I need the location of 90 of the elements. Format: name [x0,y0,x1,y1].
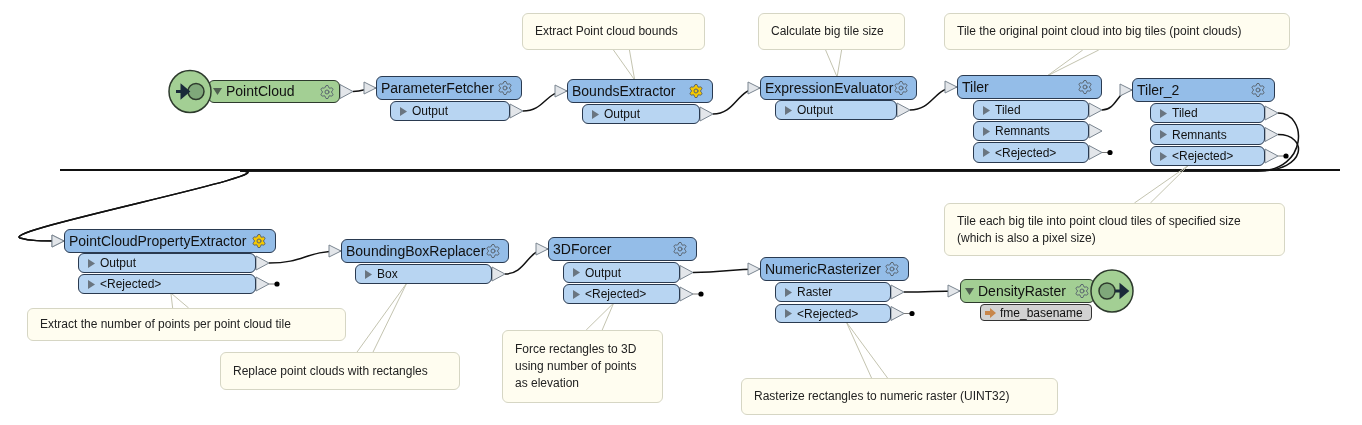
feature-type-name: PointCloud [226,82,295,101]
annotation-box [944,203,1285,256]
transformer-name: BoundingBoxReplacer [346,241,486,261]
transformer-box [1132,78,1275,102]
port-name: <Rejected> [100,276,162,293]
port-name: Remnants [1172,126,1227,144]
transformer-box [957,75,1102,99]
output-port [1150,103,1265,123]
transformer-box [548,237,697,261]
connection-line [504,243,549,275]
annotation-box [758,13,905,50]
leader-line [825,49,843,78]
attribute-box [980,304,1092,321]
annotation-text: Replace point clouds with rectangles [233,362,428,380]
annotation-text: Extract Point cloud bounds [535,23,678,40]
output-port [390,101,510,121]
reader-box [208,80,340,103]
annotation-text: Tile the original point cloud into big tiles (point clouds) [957,23,1242,40]
output-port [1150,146,1265,166]
output-port [78,274,256,294]
output-port [1150,124,1265,145]
transformer-box [760,76,917,100]
connection-line [1101,84,1133,111]
annotation-box [27,308,346,341]
port-name: Box [377,266,398,283]
annotation-text: Calculate big tile size [771,23,884,40]
connection-line [909,81,958,111]
output-port [973,100,1089,120]
port-name: Remnants [995,123,1050,140]
leader-line [1046,49,1100,77]
port-name: Output [585,264,622,282]
leader-line [170,292,190,309]
writer-box [960,279,1095,303]
output-port [973,142,1089,163]
connection-line [712,82,761,115]
port-name: Output [797,102,834,119]
port-name: Output [412,103,449,120]
port-name: <Rejected> [1172,148,1234,165]
connection-line [268,244,342,264]
transformer-box [64,229,276,253]
leader-line [612,49,636,81]
transformer-box [376,76,522,100]
connection-line [692,262,761,276]
port-name: Raster [797,284,833,301]
output-port [775,100,897,120]
transformer-name: ExpressionEvaluator [765,78,894,98]
transformer-name: PointCloudPropertyExtractor [69,231,247,251]
transformer-name: NumericRasterizer [765,259,881,279]
output-port [582,104,700,124]
transformer-name: 3DForcer [553,239,612,259]
connection-line [352,81,377,95]
connection-line [903,284,961,298]
transformer-name: ParameterFetcher [381,78,494,98]
annotation-box [502,330,663,403]
port-name: Tiled [1172,105,1198,122]
port-name: <Rejected> [797,305,859,323]
transformer-name: Tiler [962,77,989,97]
port-name: <Rejected> [585,286,647,303]
port-name: Output [604,106,641,123]
transformer-name: BoundsExtractor [572,81,676,101]
annotation-box [741,378,1058,415]
attribute-name: fme_basename [1000,304,1083,322]
output-port [563,284,680,304]
annotation-text: Tile each big tile into point cloud tiles of specified size (which is also a pixel size) [957,212,1242,247]
leader-line [356,282,408,353]
output-port [973,121,1089,141]
annotation-text: Force rectangles to 3D using number of points as elevation [515,341,638,392]
annotation-box [220,352,460,390]
port-name: Output [100,255,137,272]
feature-type-name: DensityRaster [978,281,1066,301]
leader-line [585,302,615,331]
leader-line [1133,164,1190,204]
connection-line [19,133,1300,248]
output-port [355,264,492,284]
annotation-box [944,13,1290,50]
annotation-text: Rasterize rectangles to numeric raster (UINT32) [754,388,1010,405]
transformer-box [567,79,713,103]
output-port [775,282,891,302]
output-port [775,304,891,323]
transformer-box [760,257,909,281]
output-port [563,262,680,283]
connection-line [522,85,568,112]
port-name: <Rejected> [995,144,1057,162]
transformer-box [341,239,509,263]
leader-line [845,321,889,379]
transformer-name: Tiler_2 [1137,80,1180,100]
annotation-text: Extract the number of points per point cloud tile [40,316,291,333]
annotation-box [522,13,705,50]
output-port [78,253,256,273]
port-name: Tiled [995,102,1021,119]
